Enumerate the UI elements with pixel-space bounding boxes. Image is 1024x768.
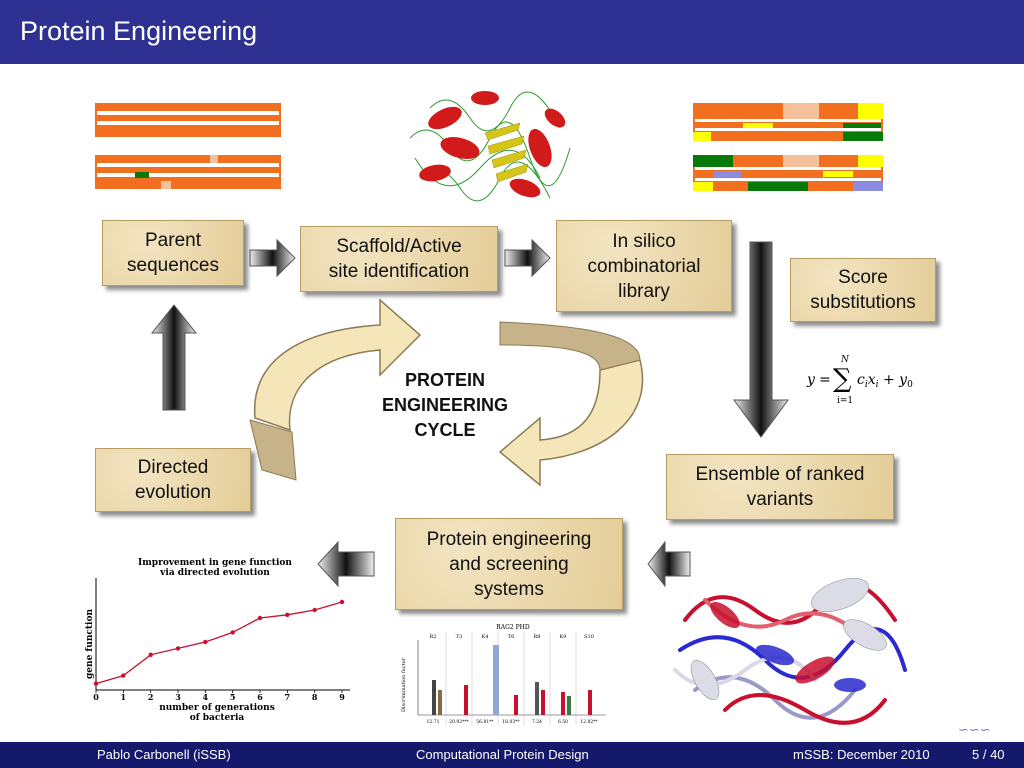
title-bar: Protein Engineering xyxy=(0,0,1024,64)
library-sequences-graphic xyxy=(693,103,883,191)
chart-data-point xyxy=(203,639,208,645)
bar-panel-column-label: T3 xyxy=(456,634,463,640)
bar-panel-footer-value: 56.81** xyxy=(476,719,494,725)
score-formula: y = N ∑ i=1 cixi + y0 xyxy=(806,355,913,406)
chart-xlabel-line1: number of generations xyxy=(159,703,275,713)
chart-data-point xyxy=(175,646,181,651)
chart-data-point xyxy=(285,612,290,617)
arrow-directed-to-parent xyxy=(150,304,198,411)
arrow-parent-to-scaffold xyxy=(249,238,296,278)
footer-bar: Pablo Carbonell (iSSB) Computational Pro… xyxy=(0,742,1024,768)
chart-xlabel-line2: of bacteria xyxy=(190,713,245,723)
protein-structure-image xyxy=(409,91,571,202)
score-box: Score substitutions xyxy=(790,258,936,322)
beamer-nav-icons[interactable]: ∽∽∽ xyxy=(958,722,991,737)
directed-evolution-box: Directed evolution xyxy=(95,448,251,512)
arrow-library-to-ensemble xyxy=(733,241,789,438)
footer-author: Pablo Carbonell (iSSB) xyxy=(97,747,231,762)
footer-page-number: 5 / 40 xyxy=(972,747,1005,762)
chart-x-tick-label: 6 xyxy=(257,692,263,702)
chart-data-point xyxy=(121,673,126,678)
chart-x-tick-label: 2 xyxy=(148,692,154,702)
chart-title-line2: via directed evolution xyxy=(159,568,270,578)
chart-data-point xyxy=(339,599,345,605)
bar-panel-column-label: T6 xyxy=(508,634,515,640)
svg-text:∑: ∑ xyxy=(833,364,852,394)
cycle-arrow-upper xyxy=(249,298,422,481)
chart-data-point xyxy=(93,681,99,686)
bar-panel-column-label: R2 xyxy=(430,634,437,640)
cycle-arrow-lower xyxy=(498,321,644,487)
discrimination-bar-panel: RAG2 PHD Discrimination factor R2 T3 K4 T6 R… xyxy=(398,620,608,730)
chart-title-line1: Improvement in gene function xyxy=(138,558,292,568)
chart-x-tick-label: 5 xyxy=(230,692,236,702)
chart-data-point xyxy=(257,615,263,621)
ensemble-box: Ensemble of ranked variants xyxy=(666,454,894,520)
arrow-ensemble-to-screening xyxy=(647,540,691,588)
insilico-box: In silico combinatorial library xyxy=(556,220,732,312)
scaffold-box: Scaffold/Active site identification xyxy=(300,226,498,292)
bar-panel-column-label: R8 xyxy=(534,634,541,640)
footer-event: mSSB: December 2010 xyxy=(793,747,930,762)
chart-data-point xyxy=(312,607,317,613)
bar-panel-footer-value: 20.92*** xyxy=(449,719,469,725)
bar-panel-title: RAG2 PHD xyxy=(496,624,530,631)
bar-panel-column-label: S10 xyxy=(584,634,594,640)
formula-lhs: y xyxy=(806,372,816,388)
slide-title: Protein Engineering xyxy=(20,16,258,46)
chart-series-line xyxy=(95,601,343,685)
bar-panel-footer-value: 12.82** xyxy=(580,719,598,725)
bar-panel-footer-value: 7.24 xyxy=(532,719,542,725)
chart-x-tick-label: 4 xyxy=(203,692,209,702)
formula-upper: N xyxy=(840,355,850,365)
chart-x-tick-label: 7 xyxy=(285,692,291,702)
bar-panel-footer-value: 6.50 xyxy=(558,719,568,725)
cycle-label: PROTEIN ENGINEERING CYCLE xyxy=(381,370,509,440)
screening-box: Protein engineering and screening system… xyxy=(395,518,623,610)
chart-x-tick-label: 3 xyxy=(175,692,181,702)
svg-text:cixi + y0: cixi + y0 xyxy=(857,372,913,390)
chart-x-tick-label: 9 xyxy=(339,692,345,702)
parent-sequences-graphic xyxy=(95,103,281,189)
bar-panel-column-label: K4 xyxy=(482,634,489,640)
formula-lower: i=1 xyxy=(837,396,853,406)
chart-x-tick-label: 1 xyxy=(121,692,127,702)
arrow-scaffold-to-library xyxy=(504,238,551,278)
parent-sequences-box: Parent sequences xyxy=(102,220,244,286)
chart-ylabel: gene function xyxy=(85,609,95,679)
svg-text:=: = xyxy=(819,372,831,388)
bar-panel-ylabel: Discrimination factor xyxy=(401,657,407,712)
protein-ensemble-image xyxy=(673,578,907,725)
bar-panel-footer-value: 12.71 xyxy=(427,719,440,725)
bar-panel-column-label: K9 xyxy=(560,634,567,640)
bar-panel-footer-value: 18.03** xyxy=(502,719,520,725)
chart-x-tick-label: 0 xyxy=(93,692,99,702)
chart-data-point xyxy=(148,652,153,657)
chart-data-point xyxy=(230,630,235,635)
footer-talk-title: Computational Protein Design xyxy=(416,747,589,762)
directed-evolution-chart: Improvement in gene function via directe… xyxy=(85,558,350,723)
arrow-screening-to-chart xyxy=(317,540,375,588)
chart-x-tick-label: 8 xyxy=(312,692,318,702)
